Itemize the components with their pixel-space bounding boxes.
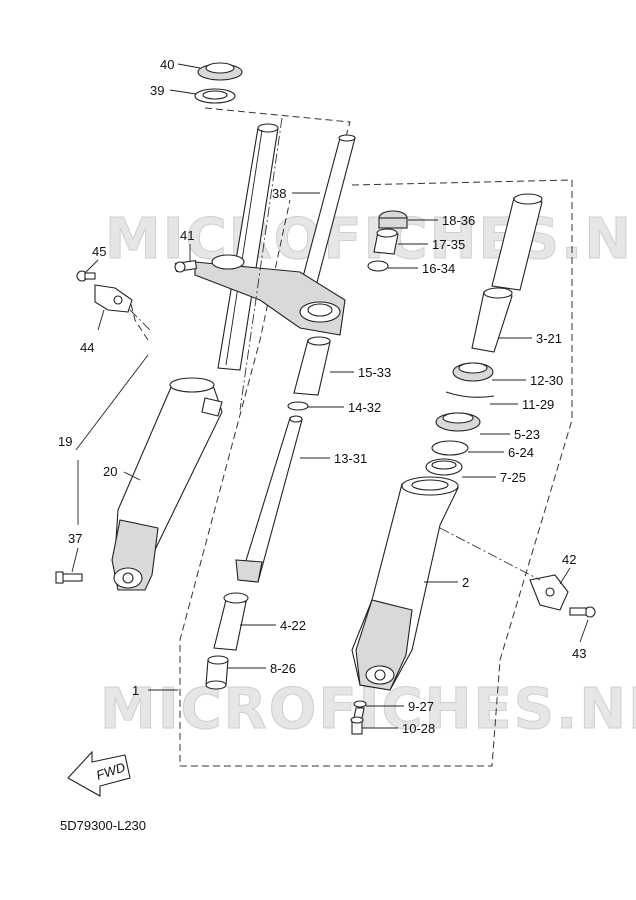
dust-seal-12-30 (452, 362, 494, 382)
oil-seal-39 (194, 88, 236, 104)
left-leg-boundary (129, 299, 149, 341)
callouts: 40 39 38 41 45 44 19 20 37 1 18-36 17-35… (58, 57, 586, 736)
watermark-bottom: MICROFICHES.NET (100, 677, 636, 742)
under-bracket (194, 254, 346, 336)
assembly-boundary (179, 179, 573, 767)
callout-43: 43 (572, 646, 586, 661)
left-inner-tube (217, 123, 279, 371)
left-outer-tube (111, 377, 223, 591)
clip-11-29 (445, 391, 495, 398)
axis-bracket-right (439, 527, 541, 581)
leader-lines (71, 63, 589, 729)
adjuster-17-35 (373, 228, 399, 255)
bracket-44 (94, 284, 133, 313)
spring-13-31 (235, 415, 303, 583)
callout-45: 45 (92, 244, 106, 259)
callout-42: 42 (562, 552, 576, 567)
callout-38: 38 (272, 186, 286, 201)
callout-19: 19 (58, 434, 72, 449)
collar-15-33 (293, 336, 331, 396)
callout-9-27: 9-27 (408, 699, 434, 714)
washer-9-27 (353, 700, 367, 719)
callout-11-29: 11-29 (522, 397, 554, 412)
crown-boundary (204, 107, 351, 141)
callout-15-33: 15-33 (358, 365, 391, 380)
bolt-43 (569, 606, 596, 618)
callout-4-22: 4-22 (280, 618, 306, 633)
callout-6-24: 6-24 (508, 445, 534, 460)
collar-8-26 (205, 655, 229, 690)
cap-18-36 (378, 210, 408, 229)
oil-seal-5-23 (435, 412, 481, 432)
bolt-10-28 (350, 716, 364, 735)
axis-bracket-left (129, 309, 151, 331)
callout-14-32: 14-32 (348, 400, 381, 415)
axis-left (239, 117, 283, 411)
diagram-code: 5D79300-L230 (60, 818, 146, 833)
callout-13-31: 13-31 (334, 451, 367, 466)
callout-17-35: 17-35 (432, 237, 465, 252)
callout-3-21: 3-21 (536, 331, 562, 346)
callout-12-30: 12-30 (530, 373, 563, 388)
callout-40: 40 (160, 57, 174, 72)
callout-41: 41 (180, 228, 194, 243)
callout-8-26: 8-26 (270, 661, 296, 676)
o-ring-16-34 (367, 260, 389, 272)
inner-tube-3-21 (471, 193, 543, 353)
piston-4-22 (213, 592, 249, 651)
bushing-7-25 (425, 458, 463, 476)
outer-tube-2 (351, 476, 459, 691)
washer-14-32 (287, 401, 309, 411)
callout-10-28: 10-28 (402, 721, 435, 736)
bracket-42 (529, 574, 569, 611)
bolt-41 (174, 260, 198, 273)
callout-39: 39 (150, 83, 164, 98)
fwd-arrow-icon: FWD (67, 750, 131, 797)
callout-37: 37 (68, 531, 82, 546)
bolt-45 (76, 270, 96, 282)
washer-6-24 (431, 440, 469, 456)
callout-44: 44 (80, 340, 94, 355)
dust-seal-40 (197, 62, 243, 81)
callout-2: 2 (462, 575, 469, 590)
callout-20: 20 (103, 464, 117, 479)
bolt-37 (55, 571, 83, 584)
callout-7-25: 7-25 (500, 470, 526, 485)
callout-1: 1 (132, 683, 139, 698)
callout-18-36: 18-36 (442, 213, 475, 228)
callout-5-23: 5-23 (514, 427, 540, 442)
callout-16-34: 16-34 (422, 261, 455, 276)
